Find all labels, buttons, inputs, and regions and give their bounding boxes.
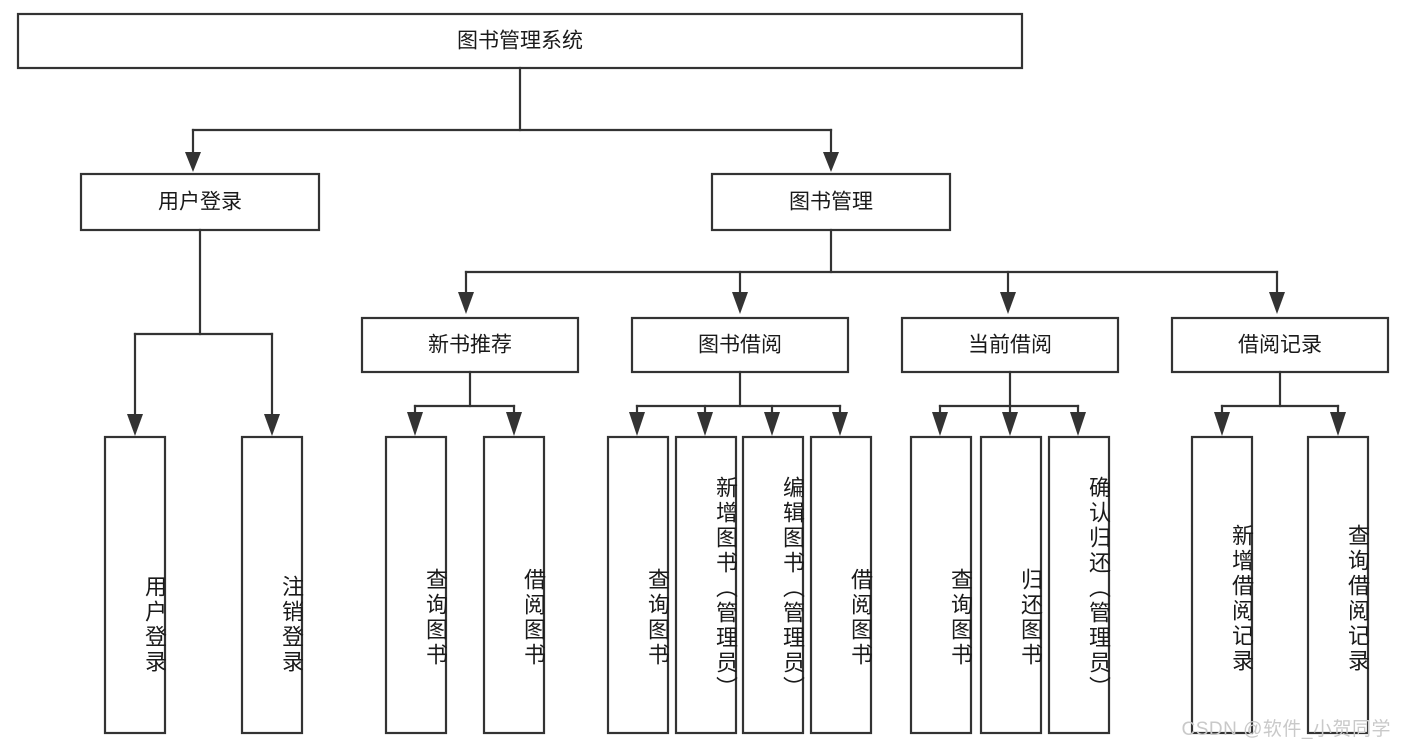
leaf-box-add-book[interactable] <box>674 435 738 735</box>
node-root-label: 图书管理系统 <box>457 30 583 53</box>
node-borrow-record-label: 借阅记录 <box>1238 334 1322 357</box>
leaf-box-edit-book[interactable] <box>741 435 805 735</box>
connector-current-borrow-to-leaves <box>932 370 1086 436</box>
node-current-borrow-label: 当前借阅 <box>968 334 1052 357</box>
node-root-box[interactable] <box>16 12 1024 70</box>
leaf-box-return-book[interactable] <box>979 435 1043 735</box>
leaf-box-query-borrow-record[interactable] <box>1306 435 1370 735</box>
leaf-box-borrow-book-2[interactable] <box>809 435 873 735</box>
node-user-login-box[interactable] <box>79 172 321 232</box>
node-current-borrow-box[interactable] <box>900 316 1120 374</box>
node-new-book-recommend-label: 新书推荐 <box>428 334 512 357</box>
node-book-borrow-label: 图书借阅 <box>698 334 782 357</box>
node-new-book-recommend[interactable]: 新书推荐 <box>360 316 580 374</box>
leaf-box-add-borrow-record[interactable] <box>1190 435 1254 735</box>
connector-book-management-to-level2 <box>458 228 1285 314</box>
node-book-management[interactable]: 图书管理 <box>710 172 952 232</box>
leaf-box-confirm-return[interactable] <box>1047 435 1111 735</box>
node-book-borrow[interactable]: 图书借阅 <box>630 316 850 374</box>
leaf-box-query-book-3[interactable] <box>909 435 973 735</box>
node-borrow-record[interactable]: 借阅记录 <box>1170 316 1390 374</box>
node-user-login[interactable]: 用户登录 <box>79 172 321 232</box>
leaf-box-borrow-book-1[interactable] <box>482 435 546 735</box>
connector-user-login-to-leaves <box>127 228 280 436</box>
node-book-management-label: 图书管理 <box>789 191 873 214</box>
node-current-borrow[interactable]: 当前借阅 <box>900 316 1120 374</box>
connector-borrow-record-to-leaves <box>1214 370 1346 436</box>
watermark-text: CSDN @软件_小贺同学 <box>1181 719 1391 740</box>
node-user-login-label: 用户登录 <box>158 191 242 214</box>
connector-root-to-level1 <box>185 66 839 172</box>
leaf-box-user-login[interactable] <box>103 435 167 735</box>
node-root[interactable]: 图书管理系统 <box>16 12 1024 70</box>
leaf-box-query-book-2[interactable] <box>606 435 670 735</box>
node-new-book-recommend-box[interactable] <box>360 316 580 374</box>
leaf-box-query-book-1[interactable] <box>384 435 448 735</box>
connector-book-borrow-to-leaves <box>629 370 848 436</box>
leaf-box-logout[interactable] <box>240 435 304 735</box>
connector-new-book-recommend-to-leaves <box>407 370 522 436</box>
